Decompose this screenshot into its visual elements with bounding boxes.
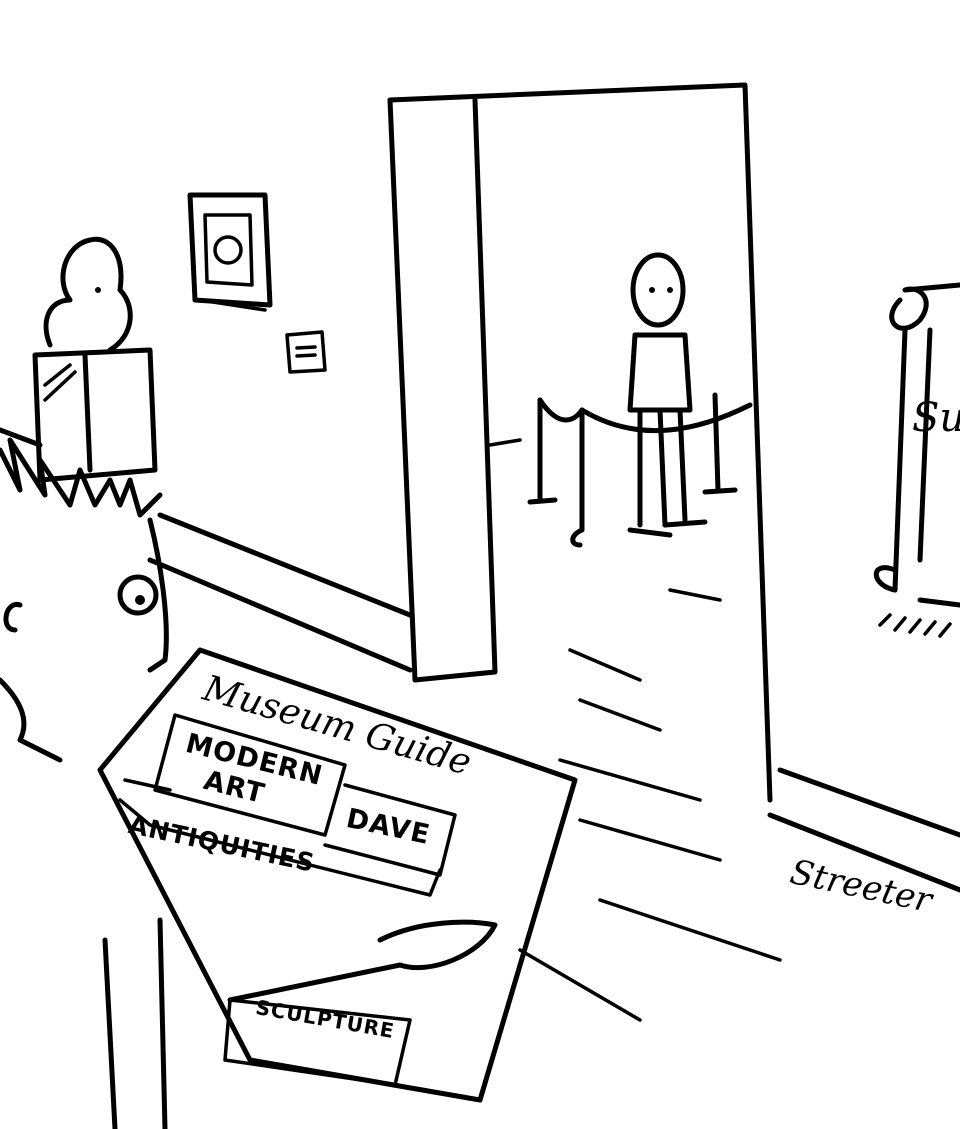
rope-barrier <box>527 392 753 548</box>
bust-sculpture <box>32 236 158 483</box>
museum-guide-map <box>97 647 578 1103</box>
scroll-sign <box>873 282 960 638</box>
doorway <box>387 82 773 803</box>
gallery-room <box>0 427 960 1022</box>
main-character <box>0 437 169 1129</box>
visitor-figure <box>627 252 708 538</box>
scroll-sign-text: Su <box>912 395 960 441</box>
framed-painting <box>187 192 327 374</box>
